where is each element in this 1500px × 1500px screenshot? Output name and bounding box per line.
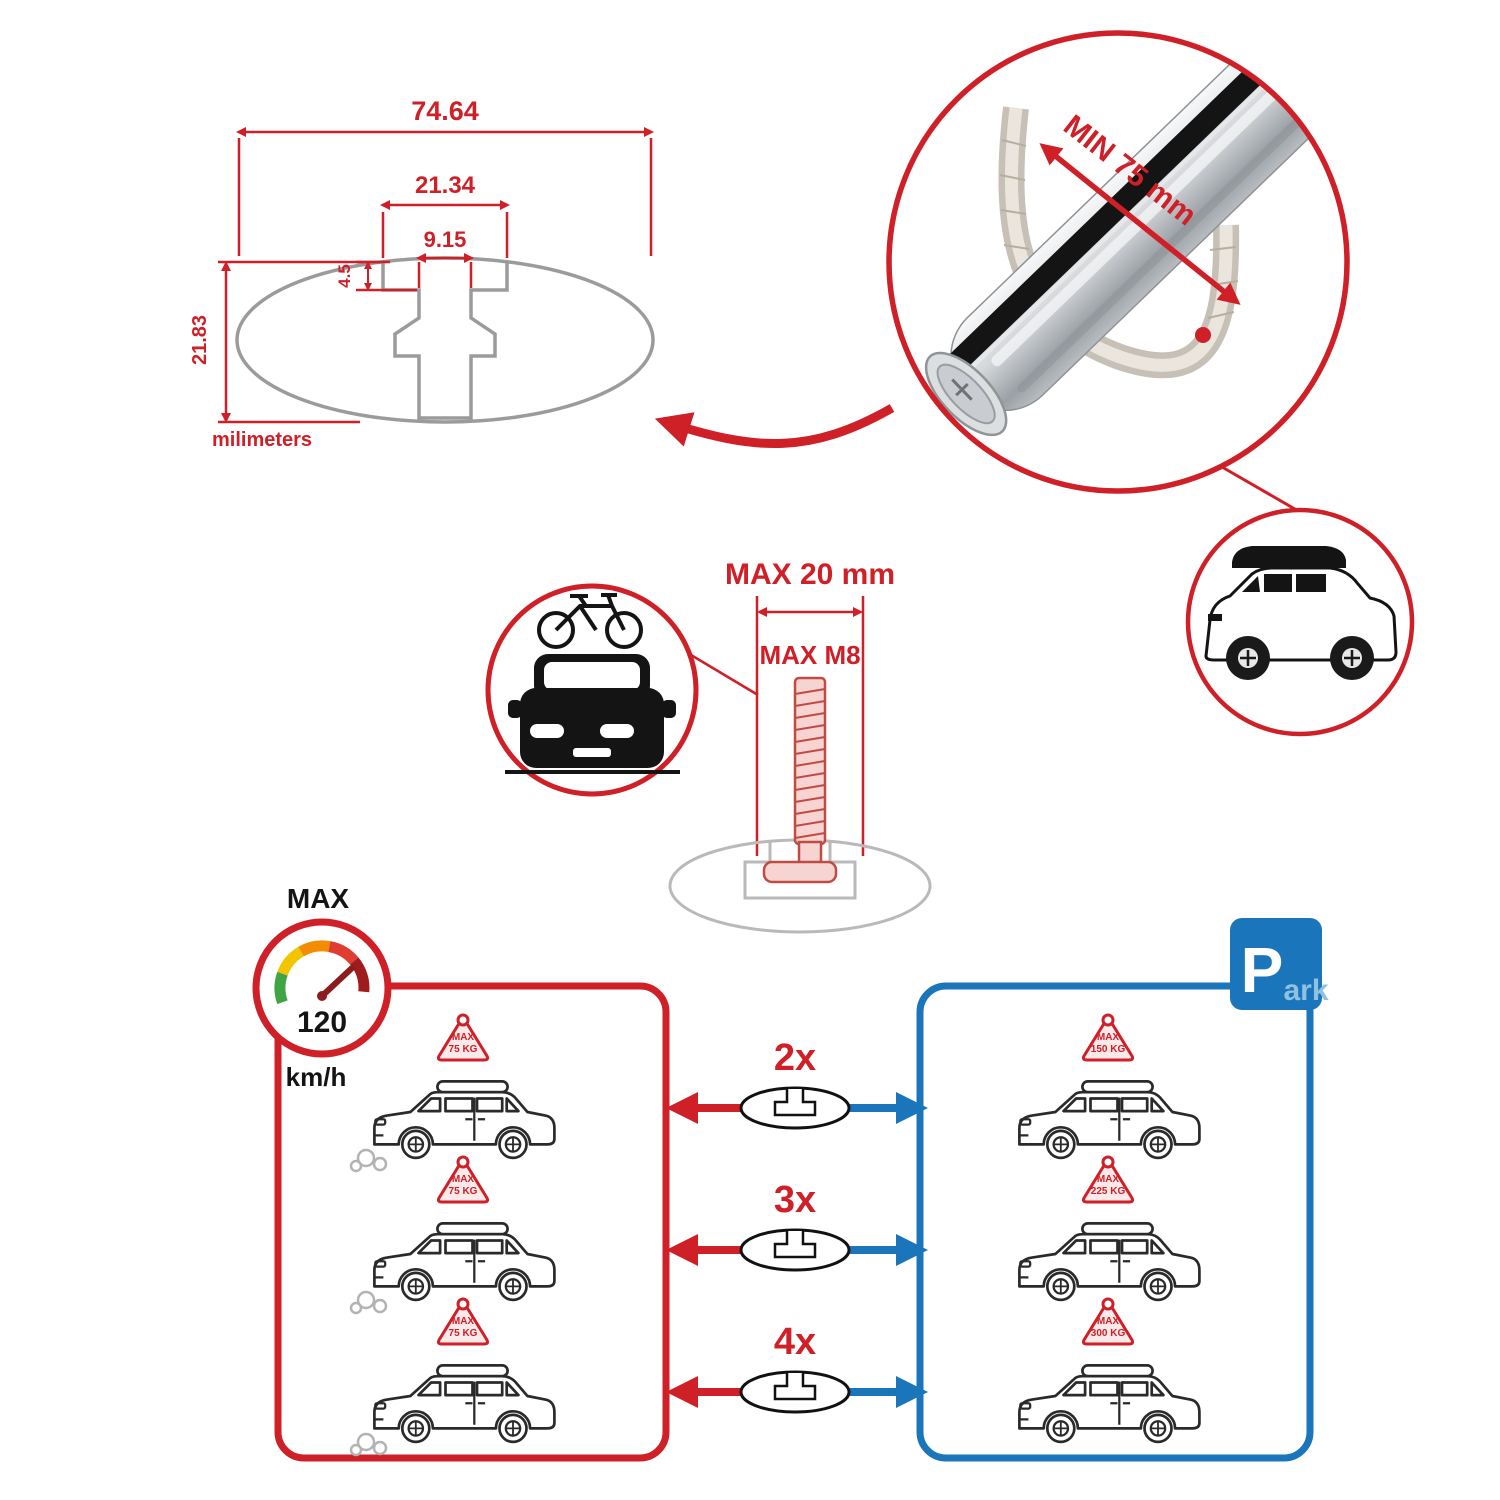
connector-line	[1221, 465, 1301, 514]
dim-total-width: 74.64	[411, 96, 479, 126]
sign-load-label: 75 KG	[449, 1186, 478, 1197]
tape-end-dot	[1195, 327, 1211, 343]
sign-max-label: MAX	[452, 1032, 475, 1043]
bar-cross-section-outline	[235, 256, 655, 424]
parked-car-row: MAX 225 KG	[1018, 1155, 1201, 1302]
sign-max-label: MAX	[452, 1316, 475, 1327]
cross-section-diagram: 74.64 21.34 9.15 4.5 21.83 milimeters	[189, 96, 655, 451]
smoke-puffs-icon	[349, 1148, 388, 1173]
sign-load-label: 225 KG	[1091, 1186, 1126, 1197]
park-letter: P	[1241, 934, 1284, 1006]
car-front-bike-illustration	[505, 593, 680, 774]
park-suffix: ark	[1283, 974, 1328, 1007]
dim-slot-width: 9.15	[424, 227, 467, 252]
max-width-label: MAX 20 mm	[725, 558, 895, 591]
sign-max-label: MAX	[1097, 1316, 1120, 1327]
bolt-diagram: MAX 20 mm MAX M8	[668, 558, 932, 934]
speed-limit-gauge: MAX 120 km/h	[252, 883, 392, 1092]
bar-count-label: 4x	[774, 1321, 816, 1363]
bar-count-label: 2x	[774, 1037, 816, 1079]
driving-car-row: MAX 75 KG	[349, 1155, 556, 1315]
connector-line-bolt	[685, 650, 759, 697]
driving-car-row: MAX 75 KG	[349, 1297, 556, 1457]
sign-max-label: MAX	[1097, 1174, 1120, 1185]
circle-ring	[886, 30, 1350, 494]
tbolt-illustration	[762, 676, 838, 884]
min-span-arrow	[1039, 143, 1241, 305]
speed-max-label: MAX	[287, 883, 350, 914]
sign-max-label: MAX	[1097, 1032, 1120, 1043]
speed-unit: km/h	[286, 1062, 347, 1092]
parking-panel	[916, 982, 1314, 1462]
car-front-circle	[485, 583, 699, 797]
park-sign: P ark	[1230, 918, 1329, 1010]
sign-load-label: 75 KG	[449, 1328, 478, 1339]
sign-load-label: 150 KG	[1091, 1044, 1126, 1055]
dim-channel-width: 21.34	[415, 172, 476, 199]
crossbar-section-icon	[739, 1228, 851, 1272]
pointer-arrow	[654, 404, 895, 448]
sign-load-label: 75 KG	[449, 1044, 478, 1055]
smoke-puffs-icon	[349, 1290, 388, 1315]
fitment-row: 3x	[666, 1179, 928, 1272]
parked-car-row: MAX 150 KG	[1018, 1013, 1201, 1160]
dim-total-height: 21.83	[189, 315, 211, 365]
max-thread-label: MAX M8	[759, 640, 860, 670]
bike-wheel-icon	[537, 611, 575, 649]
sign-load-label: 300 KG	[1091, 1328, 1126, 1339]
bar-detail-circle: MIN 75 mm	[886, 30, 1350, 494]
sign-max-label: MAX	[452, 1174, 475, 1185]
unit-label: milimeters	[212, 429, 312, 451]
fitment-row: 4x	[666, 1321, 928, 1414]
parked-car-row: MAX 300 KG	[1018, 1297, 1201, 1444]
park-sign-board	[1230, 918, 1322, 1010]
smoke-puffs-icon	[349, 1432, 388, 1457]
bar-count-label: 3x	[774, 1179, 816, 1221]
gauge-needle-icon	[319, 965, 355, 999]
fitment-row: 2x	[666, 1037, 928, 1130]
crossbar-section-icon	[739, 1370, 851, 1414]
bike-wheel-icon	[605, 611, 643, 649]
suv-roofbox-illustration	[1204, 546, 1398, 680]
t-slot-profile	[381, 262, 509, 420]
bike-frame-icon	[554, 593, 626, 632]
crossbar-section-icon	[739, 1086, 851, 1130]
dim-lip-depth: 4.5	[335, 264, 354, 288]
speed-value: 120	[297, 1006, 347, 1039]
driving-car-row: MAX 75 KG	[349, 1013, 556, 1173]
suv-roofbox-circle	[1185, 507, 1415, 737]
driving-panel	[274, 982, 670, 1462]
